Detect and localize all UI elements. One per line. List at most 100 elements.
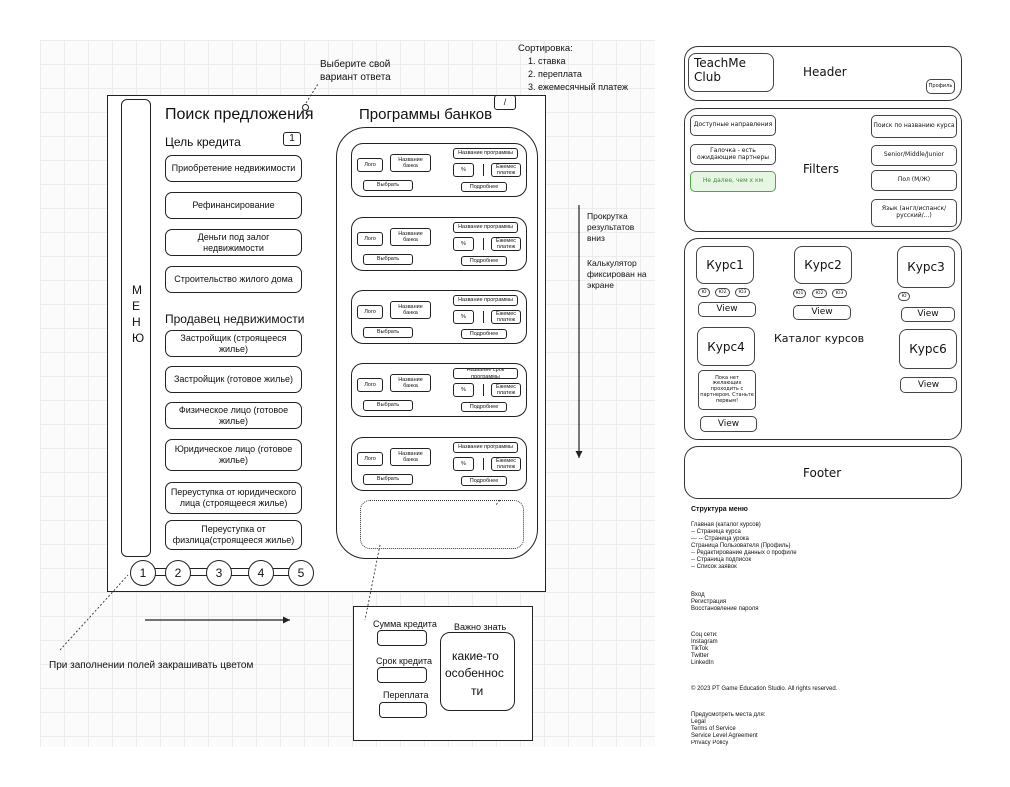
partner-note: Пока нет желающих проходить с партнером.… bbox=[698, 370, 756, 410]
pagination: 1 2 3 4 5 bbox=[128, 560, 316, 586]
calc-link bbox=[364, 544, 381, 621]
choose-button[interactable]: Выбрать bbox=[363, 400, 413, 411]
bank-card[interactable]: Лого Название банка Выбрать Название про… bbox=[351, 290, 527, 344]
menu-item: Вход bbox=[691, 592, 705, 598]
choose-button[interactable]: Выбрать bbox=[363, 474, 413, 485]
menu-item: Предусмотреть места для: bbox=[691, 712, 766, 718]
sidebar-menu[interactable] bbox=[121, 99, 151, 557]
goal-option[interactable]: Деньги под залог недвижимости bbox=[165, 229, 302, 256]
menu-item: -- Список заявок bbox=[691, 564, 737, 570]
bank-logo: Лого bbox=[357, 158, 383, 172]
course-card[interactable]: Курс6 bbox=[899, 329, 957, 369]
details-button[interactable]: Подробнее bbox=[461, 182, 507, 192]
page-button[interactable]: 3 bbox=[206, 560, 232, 586]
program-name: Название программы bbox=[453, 442, 518, 453]
filter-gender[interactable]: Пол (М/Ж) bbox=[871, 170, 957, 191]
choose-button[interactable]: Выбрать bbox=[363, 327, 413, 338]
bank-name: Название банка bbox=[390, 228, 431, 246]
details-button[interactable]: Подробнее bbox=[461, 256, 507, 266]
calc-note: экране bbox=[587, 280, 614, 290]
course-card[interactable]: Курс1 bbox=[696, 246, 754, 284]
important-box bbox=[440, 632, 515, 711]
goal-label: Цель кредита bbox=[165, 135, 241, 149]
menu-item: Соц сети: bbox=[691, 632, 718, 638]
sum-label: Сумма кредита bbox=[373, 619, 437, 629]
filters-label: Filters bbox=[803, 162, 839, 176]
sort-button[interactable]: / bbox=[494, 95, 516, 110]
scroll-note: результатов bbox=[587, 222, 635, 232]
menu-item: Service Level Agreement bbox=[691, 733, 758, 739]
filter-distance[interactable]: Не далее, чем х км bbox=[690, 171, 776, 192]
menu-item: Legal bbox=[691, 719, 706, 725]
view-button[interactable]: View bbox=[900, 377, 957, 393]
course-tag: Ю2 bbox=[715, 288, 730, 297]
goal-option[interactable]: Рефинансирование bbox=[165, 192, 302, 219]
menu-item: TikTok bbox=[691, 646, 709, 652]
rate-field: % bbox=[453, 457, 474, 471]
seller-option[interactable]: Переуступка от физлица(строящееся жилье) bbox=[165, 520, 302, 550]
program-name: Название программы bbox=[453, 148, 518, 159]
details-button[interactable]: Подробнее bbox=[461, 329, 507, 339]
sum-input[interactable] bbox=[377, 630, 427, 646]
view-button[interactable]: View bbox=[700, 416, 757, 432]
filter-search-course[interactable]: Поиск по названию курса bbox=[871, 115, 957, 138]
fill-note-line bbox=[59, 574, 129, 651]
profile-button[interactable]: Профиль bbox=[926, 79, 955, 94]
divider bbox=[483, 238, 484, 250]
goal-option[interactable]: Приобретение недвижимости bbox=[165, 155, 302, 182]
menu-letter: Е bbox=[132, 299, 141, 313]
overpay-label: Переплата bbox=[383, 690, 429, 700]
menu-item: Регистрация bbox=[691, 599, 727, 605]
page-button[interactable]: 2 bbox=[165, 560, 191, 586]
term-input[interactable] bbox=[377, 667, 427, 683]
scroll-note: вниз bbox=[587, 233, 605, 243]
seller-option[interactable]: Застройщик (строящееся жилье) bbox=[165, 330, 302, 357]
course-card[interactable]: Курс4 bbox=[697, 327, 755, 366]
important-text: особеннос bbox=[445, 666, 504, 680]
bank-name: Название банка bbox=[390, 448, 431, 466]
page-button[interactable]: 1 bbox=[130, 560, 156, 586]
footer-label: Footer bbox=[803, 466, 842, 480]
program-name: Название программы bbox=[453, 295, 518, 306]
page-button[interactable]: 4 bbox=[248, 560, 274, 586]
seller-option[interactable]: Юридическое лицо (готовое жилье) bbox=[165, 439, 302, 471]
choose-button[interactable]: Выбрать bbox=[363, 180, 413, 191]
rate-field: % bbox=[453, 163, 474, 177]
filter-language[interactable]: Язык (англ/испанск/русский/...) bbox=[871, 199, 957, 227]
details-button[interactable]: Подробнее bbox=[461, 402, 507, 412]
page-button[interactable]: 5 bbox=[288, 560, 314, 586]
view-button[interactable]: View bbox=[901, 307, 955, 322]
menu-item: Instagram bbox=[691, 639, 718, 645]
course-card[interactable]: Курс3 bbox=[897, 246, 955, 288]
filter-directions[interactable]: Доступные направления bbox=[690, 115, 776, 136]
menu-letter: Н bbox=[132, 315, 141, 329]
details-button[interactable]: Подробнее bbox=[461, 476, 507, 486]
bank-card[interactable]: Лого Название банка Выбрать Название про… bbox=[351, 437, 527, 491]
goal-option[interactable]: Строительство жилого дома bbox=[165, 266, 302, 293]
copyright: © 2023 PT Game Education Studio. All rig… bbox=[691, 686, 838, 692]
bank-logo: Лого bbox=[357, 232, 383, 246]
menu-item: Twitter bbox=[691, 653, 709, 659]
menu-item: --- -- Страница урока bbox=[691, 536, 749, 542]
course-card[interactable]: Курс2 bbox=[794, 246, 852, 284]
logo[interactable]: TeachMe Club bbox=[688, 53, 774, 92]
program-name: Название программы bbox=[453, 222, 518, 233]
fill-note: При заполнении полей закрашивать цветом bbox=[49, 660, 254, 671]
bank-card[interactable]: Лого Название банка Выбрать Название про… bbox=[351, 143, 527, 197]
filter-waiting-partners[interactable]: Галочка - есть ожидающие партнеры bbox=[690, 144, 776, 165]
monthly-field: Ежемес платеж bbox=[491, 310, 521, 324]
view-button[interactable]: View bbox=[698, 302, 756, 317]
seller-option[interactable]: Переуступка от юридического лица (строящ… bbox=[165, 482, 302, 514]
rate-field: % bbox=[453, 383, 474, 397]
menu-structure-title: Структура меню bbox=[691, 506, 748, 513]
divider bbox=[483, 384, 484, 396]
filter-level[interactable]: Senior/Middle/Junior bbox=[871, 145, 957, 166]
course-tag: Ю bbox=[898, 292, 910, 301]
seller-option[interactable]: Физическое лицо (готовое жилье) bbox=[165, 402, 302, 429]
view-button[interactable]: View bbox=[793, 305, 851, 320]
seller-option[interactable]: Застройщик (готовое жилье) bbox=[165, 366, 302, 393]
bank-card[interactable]: Лого Название банка Выбрать Название сро… bbox=[351, 363, 527, 417]
choose-button[interactable]: Выбрать bbox=[363, 254, 413, 265]
bank-card[interactable]: Лого Название банка Выбрать Название про… bbox=[351, 217, 527, 271]
